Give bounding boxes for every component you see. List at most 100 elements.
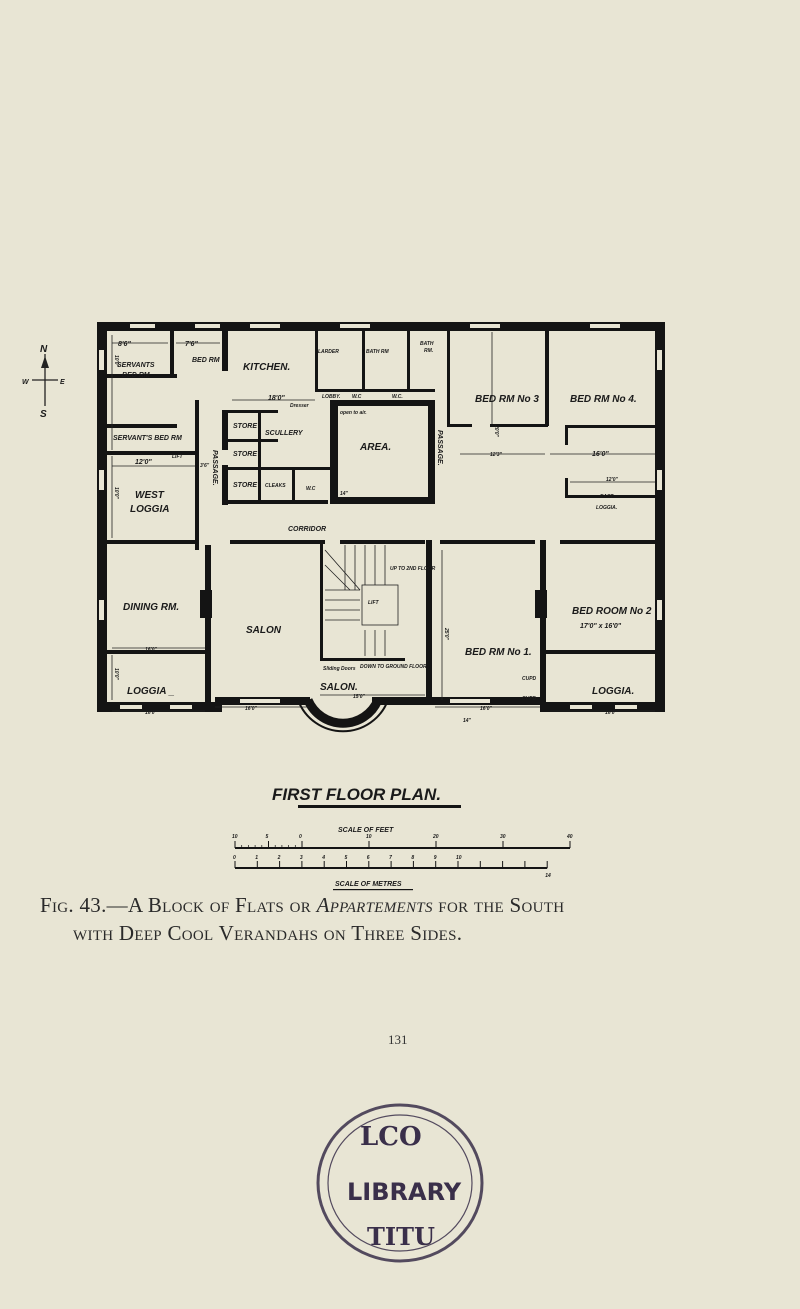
dim-label: 10'0" [113,355,119,368]
room-label-bed-rm-3: BED RM No 3 [475,394,539,405]
scale-metres-label: SCALE OF METRES [335,881,402,888]
dim-label: 14" [340,491,349,497]
label-cupboard: CUPD [522,696,537,702]
label-sliding-doors: Sliding Doors [323,666,356,672]
room-label-corridor: CORRIDOR [288,526,326,533]
scale-feet-label: SCALE OF FEET [338,827,394,834]
room-label-bed-rm: BED RM [192,357,220,364]
walls [97,322,665,712]
scale-metres-tick-label: 14 [545,873,551,879]
room-label-loggia: LOGGIA. [592,686,634,697]
room-label-servants-bed-rm: SERVANT'S BED RM [113,435,182,442]
label-up-2nd-floor: UP TO 2ND FLOOR [390,566,436,572]
room-label-lift: LIFT [368,600,379,606]
room-label-wc: W.C. [392,394,403,400]
dim-label: 18'0" [268,395,285,402]
room-label-store: STORE [233,451,257,458]
room-label-scullery: SCULLERY [265,430,304,437]
north-arrow-icon [41,356,49,368]
room-label-salon: SALON [246,625,282,636]
dim-label: 20'0" [493,424,499,438]
dim-label: 16'0" [605,710,618,716]
dim-label: 16'0" [480,706,493,712]
dim-label: 16'0" [592,451,609,458]
plan-title: FIRST FLOOR PLAN. [272,785,441,804]
scale-metres-tick-label: 8 [411,855,414,861]
dim-label: 10'0" [113,668,119,681]
room-label-bed-rm-4: BED RM No 4. [570,394,637,405]
room-label-cloaks: CLEAKS [265,483,286,489]
room-label-west-loggia: LOGGIA [130,504,169,515]
scale-metres-tick-label: 3 [300,855,303,861]
scale-metres-tick-label: 7 [389,855,392,861]
dim-label: 7'6" [185,341,198,348]
scale-metres-tick-label: 10 [456,855,462,861]
room-label-salon: SALON. [320,682,358,693]
room-label-area: AREA. [359,442,391,453]
room-label-loggia: LOGGIA _ [127,686,175,697]
room-label-rm: RM. [424,348,433,354]
library-stamp: LCO LIBRARY TITU [316,1103,484,1263]
bay-window-outer [297,699,389,733]
scale-metres-tick-label: 5 [345,855,348,861]
scale-metres-tick-label: 6 [367,855,370,861]
room-label-servants: SERVANTS [117,362,155,369]
staircase [324,545,399,656]
room-label-open-air: open to air. [340,410,367,416]
dim-label: 12'3" [490,452,503,458]
scale-metres-underline [333,889,413,891]
caption-text: for the South [432,893,565,917]
compass-rose: N W E S [22,344,65,420]
dim-label: 16'0" [145,647,158,653]
caption-italic-text: Appartements [316,893,433,917]
scale-metres-tick-label: 9 [434,855,437,861]
dim-label: 3'6" [200,463,210,469]
scale-feet-tick-label: 30 [500,834,506,840]
dim-label: 14" [463,718,472,724]
title-underline [298,805,461,808]
room-label-wc: W.C [306,486,316,492]
room-label-servants-bed-rm: BED RM [122,372,150,379]
room-label-west: WEST [135,490,165,501]
figure-caption-line-2: with Deep Cool Verandahs on Three Sides. [73,921,463,945]
room-label-east: EAST [600,494,614,500]
room-label-store: STORE [233,423,257,430]
scale-metres-tick-label: 4 [321,855,325,861]
room-label-dresser: Dresser [290,403,310,409]
stamp-library-text: LIBRARY [347,1178,462,1206]
scale-feet-tick-label: 20 [432,834,439,840]
scale-metres-tick-label: 0 [233,855,236,861]
compass-east: E [60,379,65,386]
room-label-passage: PASSAGE. [211,450,218,486]
room-label-wc: W.C [352,394,362,400]
scale-metres-tick-label: 1 [255,855,258,861]
caption-text: Fig. 43.—A Block of Flats or [40,893,317,917]
room-label-bath-rm: BATH RM [366,349,390,355]
scale-metres-tick-label: 2 [277,855,281,861]
compass-west: W [22,379,30,386]
scale-feet-tick-label: 40 [566,834,573,840]
room-label-bed-rm-1: BED RM No 1. [465,647,532,658]
first-floor-plan: 8'6" 7'6" 10'0" 10'0" 10'0" 25'0" 14" 14… [97,322,665,891]
scale-feet-tick-label: 5 [266,834,269,840]
stamp-bottom-text: TITU [367,1222,435,1251]
room-label-bed-rm-2: BED ROOM No 2 [572,606,652,617]
bay-window [303,698,383,728]
compass-south: S [40,409,47,420]
room-label-lift: LIFT [172,454,183,460]
figure-caption-line-1: Fig. 43.—A Block of Flats or Appartement… [40,893,564,918]
room-label-kitchen: KITCHEN. [243,362,290,373]
dim-label: 12'0" [606,477,619,483]
room-size-bed-rm-2: 17'0" x 16'0" [580,623,622,630]
windows [99,324,662,709]
dimension-lines [111,332,655,712]
page-number: 131 [388,1032,408,1047]
dim-label: 16'0" [245,706,258,712]
scale-feet-tick-label: 10 [366,834,372,840]
room-label-store: STORE [233,482,257,489]
dim-label: 25'0" [443,627,449,641]
scale-feet-tick-label: 10 [232,834,238,840]
scale-metres-bar: 0 1 2 3 4 5 6 7 8 9 10 14 [233,855,551,879]
compass-north: N [40,344,48,355]
